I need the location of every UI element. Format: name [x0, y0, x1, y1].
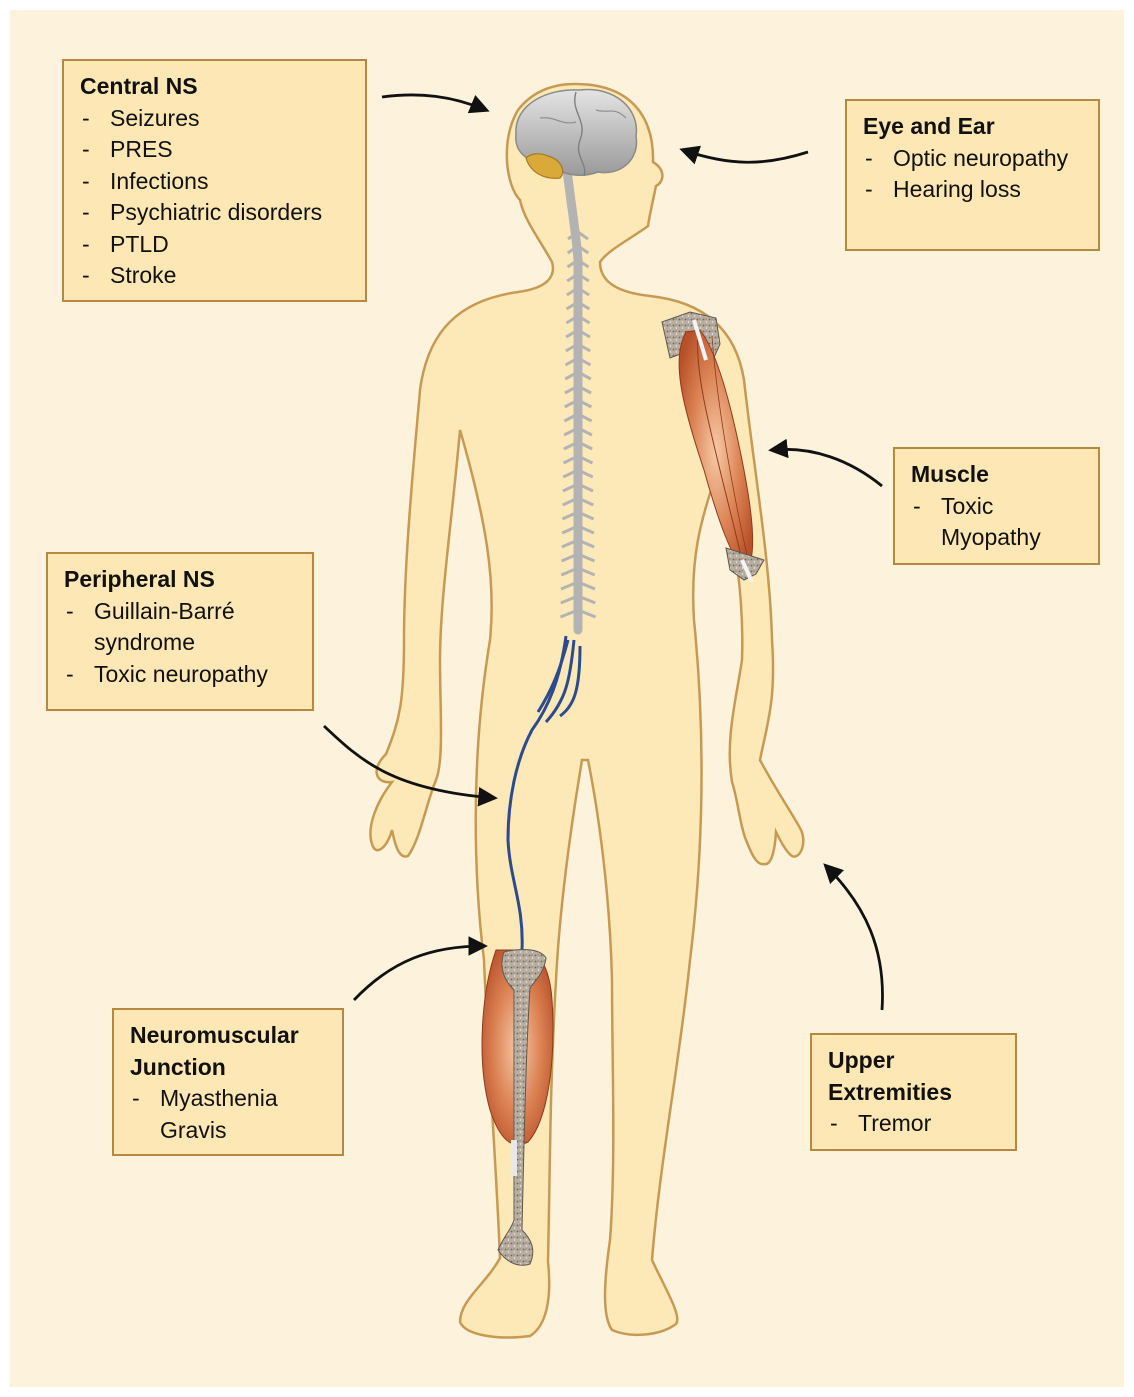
list-item: Tremor	[828, 1108, 1001, 1140]
central-ns-list: Seizures PRES Infections Psychiatric dis…	[80, 103, 351, 292]
arrow-eye-ear	[683, 150, 808, 162]
list-item: Psychiatric disorders	[80, 197, 351, 229]
list-item: Infections	[80, 166, 351, 198]
neuromuscular-junction-list: Myasthenia Gravis	[130, 1083, 328, 1146]
muscle-box: Muscle Toxic Myopathy	[893, 447, 1100, 565]
eye-ear-list: Optic neuropathy Hearing loss	[863, 143, 1084, 206]
arrow-central-ns	[382, 95, 486, 110]
upper-extremities-box: Upper Extremities Tremor	[810, 1033, 1017, 1151]
list-item: PRES	[80, 134, 351, 166]
muscle-title: Muscle	[911, 459, 1084, 491]
arrow-neuromuscular	[354, 946, 484, 1000]
list-item: Seizures	[80, 103, 351, 135]
list-item: Optic neuropathy	[863, 143, 1084, 175]
arrow-muscle	[772, 449, 882, 486]
upper-extremities-list: Tremor	[828, 1108, 1001, 1140]
list-item: Stroke	[80, 260, 351, 292]
neuromuscular-junction-title: Neuromuscular Junction	[130, 1020, 328, 1083]
body-silhouette	[370, 84, 803, 1337]
list-item: Toxic Myopathy	[911, 491, 1084, 554]
brain-icon	[516, 90, 637, 179]
peripheral-ns-box: Peripheral NS Guillain-Barré syndrome To…	[46, 552, 314, 711]
list-item: PTLD	[80, 229, 351, 261]
list-item: Myasthenia Gravis	[130, 1083, 328, 1146]
arrow-upper-extremities	[826, 866, 883, 1010]
peripheral-ns-title: Peripheral NS	[64, 564, 298, 596]
peripheral-ns-list: Guillain-Barré syndrome Toxic neuropathy	[64, 596, 298, 691]
central-ns-title: Central NS	[80, 71, 351, 103]
muscle-list: Toxic Myopathy	[911, 491, 1084, 554]
neuromuscular-junction-box: Neuromuscular Junction Myasthenia Gravis	[112, 1008, 344, 1156]
list-item: Guillain-Barré syndrome	[64, 596, 298, 659]
eye-ear-title: Eye and Ear	[863, 111, 1084, 143]
central-ns-box: Central NS Seizures PRES Infections Psyc…	[62, 59, 367, 302]
list-item: Hearing loss	[863, 174, 1084, 206]
eye-ear-box: Eye and Ear Optic neuropathy Hearing los…	[845, 99, 1100, 251]
upper-extremities-title: Upper Extremities	[828, 1045, 1001, 1108]
list-item: Toxic neuropathy	[64, 659, 298, 691]
